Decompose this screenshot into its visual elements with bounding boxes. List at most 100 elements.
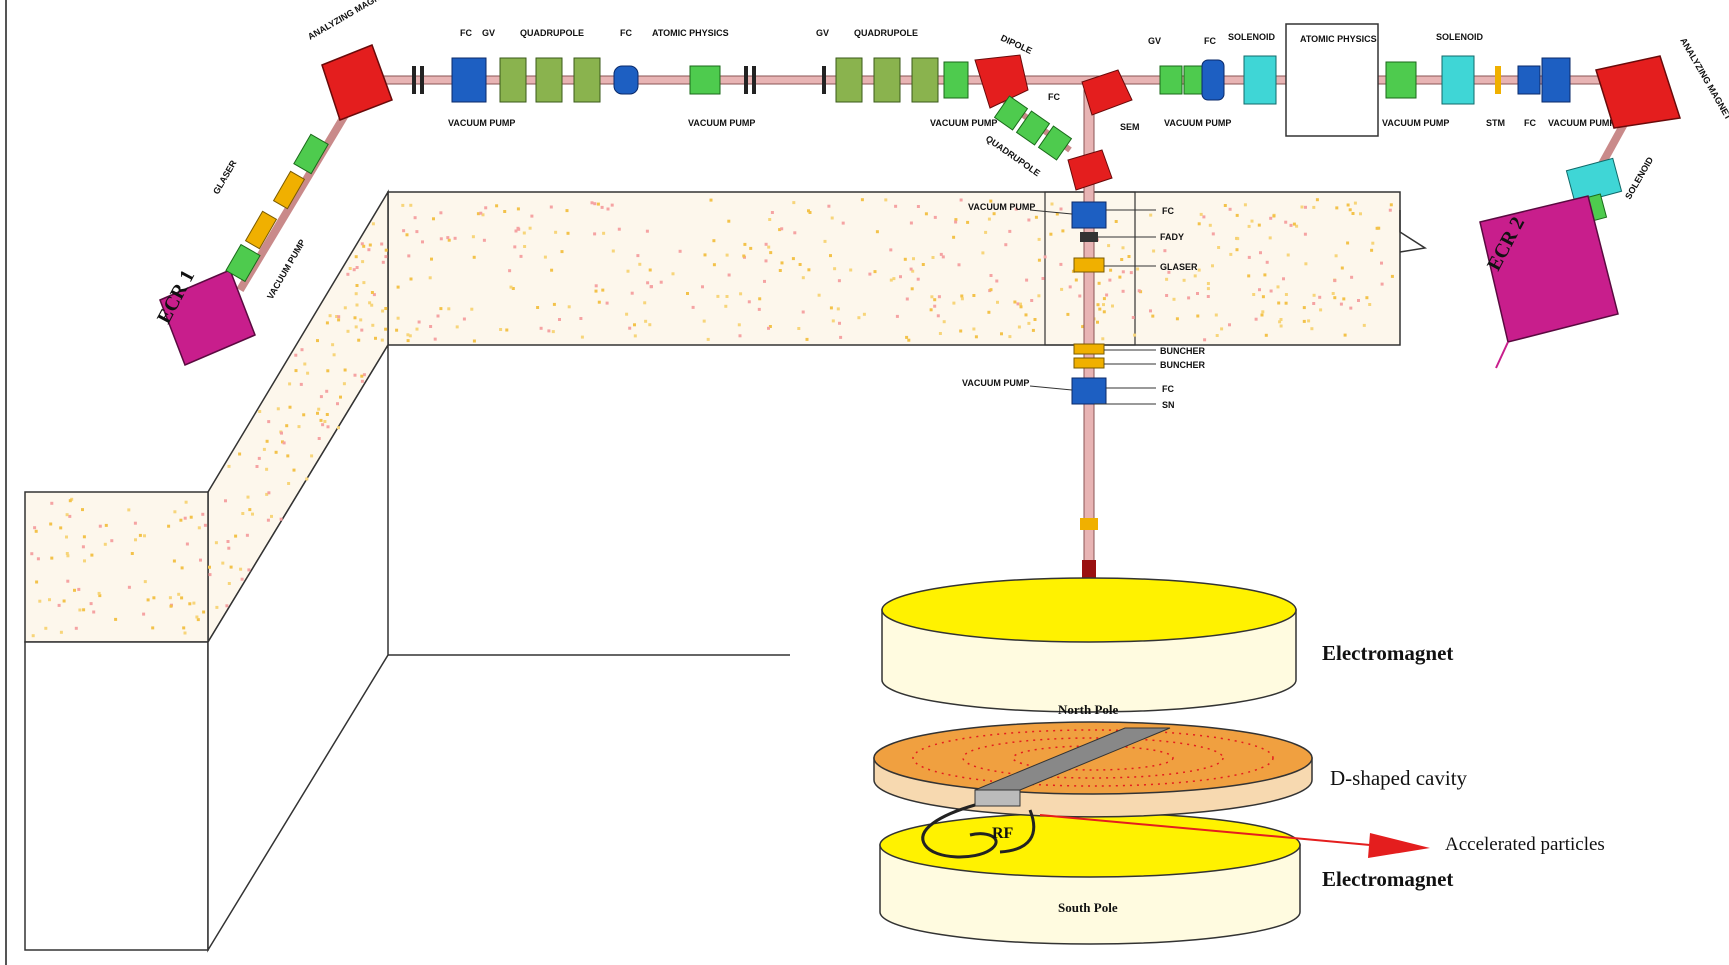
quad-2c[interactable] xyxy=(912,58,938,102)
speckle xyxy=(1263,273,1266,276)
speckle xyxy=(726,254,729,257)
speckle xyxy=(1013,301,1016,304)
speckle xyxy=(1209,224,1212,227)
quad-1a[interactable] xyxy=(500,58,526,102)
fc-5[interactable] xyxy=(1518,66,1540,94)
analyzing-magnet-2-label: ANALYZING MAGNET xyxy=(1678,36,1729,122)
speckle xyxy=(1272,215,1275,218)
dipole-magnet[interactable] xyxy=(975,55,1028,108)
vacuum-pump-5[interactable] xyxy=(1386,62,1416,98)
speckle xyxy=(90,554,93,557)
speckle xyxy=(1217,246,1220,249)
speckle xyxy=(346,273,349,276)
speckle xyxy=(595,284,598,287)
vacuum-pump-2[interactable] xyxy=(690,66,720,94)
speckle xyxy=(1285,293,1288,296)
fc-1[interactable] xyxy=(614,66,638,94)
solenoid-1[interactable] xyxy=(1244,56,1276,104)
speckle xyxy=(59,526,62,529)
inj-buncher-1[interactable] xyxy=(1074,344,1104,354)
speckle xyxy=(802,311,805,314)
inj-buncher-2[interactable] xyxy=(1074,358,1104,368)
speckle xyxy=(38,600,41,603)
speckle xyxy=(78,609,81,612)
ecr1-quad[interactable] xyxy=(294,134,328,173)
speckle xyxy=(215,541,218,544)
speckle xyxy=(1196,315,1199,318)
ecr1-source-assembly: ECR 1 GLASER VACUUM PUMP xyxy=(153,134,328,365)
speckle xyxy=(144,580,147,583)
speckle xyxy=(679,250,682,253)
speckle xyxy=(234,535,237,538)
speckle xyxy=(1270,290,1273,293)
speckle xyxy=(385,249,388,252)
quad-2a[interactable] xyxy=(836,58,862,102)
solenoid-2[interactable] xyxy=(1442,56,1474,104)
speckle xyxy=(1261,314,1264,317)
speckle xyxy=(429,276,432,279)
inj-vacuum-pump-2[interactable] xyxy=(1072,378,1106,404)
speckle xyxy=(215,606,218,609)
bottom-electromagnet-top[interactable] xyxy=(880,813,1300,877)
speckle xyxy=(1248,225,1251,228)
analyzing-magnet-1[interactable] xyxy=(322,45,392,120)
speckle xyxy=(1008,230,1011,233)
speckle xyxy=(830,306,833,309)
top-electromagnet-top[interactable] xyxy=(882,578,1296,642)
vacuum-pump-2-label: VACUUM PUMP xyxy=(688,118,755,128)
inj-glaser[interactable] xyxy=(1074,258,1104,272)
vacuum-pump-6[interactable] xyxy=(1542,58,1570,102)
speckle xyxy=(552,330,555,333)
speckle xyxy=(568,305,571,308)
speckle xyxy=(544,256,547,259)
speckle xyxy=(1293,223,1296,226)
speckle xyxy=(188,602,191,605)
speckle xyxy=(37,557,40,560)
quad-1b[interactable] xyxy=(536,58,562,102)
speckle xyxy=(327,425,330,428)
speckle xyxy=(355,325,358,328)
speckle xyxy=(347,330,350,333)
speckle xyxy=(1287,254,1290,257)
speckle xyxy=(1229,208,1232,211)
inj-vacuum-pump-1[interactable] xyxy=(1072,202,1106,228)
switching-magnet-lower[interactable] xyxy=(1068,150,1112,190)
speckle xyxy=(251,513,254,516)
speckle xyxy=(1194,274,1197,277)
speckle xyxy=(515,230,518,233)
fady-device[interactable] xyxy=(1080,232,1098,242)
speckle xyxy=(247,496,250,499)
speckle xyxy=(1097,303,1100,306)
quad-1c[interactable] xyxy=(574,58,600,102)
speckle xyxy=(742,255,745,258)
speckle xyxy=(939,332,942,335)
vacuum-pump-1[interactable] xyxy=(452,58,486,102)
quad-2d[interactable] xyxy=(944,62,968,98)
speckle xyxy=(356,284,359,287)
speckle xyxy=(692,306,695,309)
speckle xyxy=(701,285,704,288)
speckle xyxy=(98,592,101,595)
speckle xyxy=(301,348,304,351)
speckle xyxy=(329,314,332,317)
speckle xyxy=(182,626,185,629)
speckle xyxy=(593,232,596,235)
speckle xyxy=(1120,258,1123,261)
speckle xyxy=(128,586,131,589)
fc-4[interactable] xyxy=(1202,60,1224,100)
speckle xyxy=(925,212,928,215)
speckle xyxy=(540,327,543,330)
speckle xyxy=(384,255,387,258)
speckle xyxy=(934,216,937,219)
speckle xyxy=(1282,277,1285,280)
inj-buncher-3[interactable] xyxy=(1080,518,1098,530)
speckle xyxy=(1266,261,1269,264)
quad-2b[interactable] xyxy=(874,58,900,102)
gv-valve-3[interactable] xyxy=(1160,66,1182,94)
rf-label: RF xyxy=(992,825,1014,842)
speckle xyxy=(110,539,113,542)
speckle xyxy=(523,232,526,235)
stm-device[interactable] xyxy=(1495,66,1501,94)
speckle xyxy=(993,212,996,215)
speckle xyxy=(320,419,323,422)
